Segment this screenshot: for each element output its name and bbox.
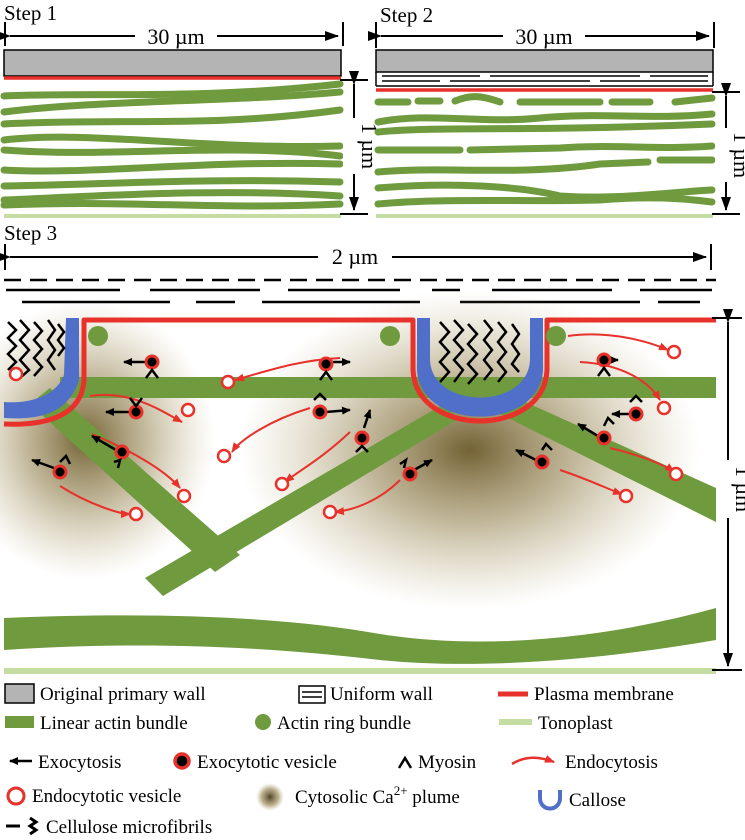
legend-swatch-linear-actin (5, 716, 34, 728)
actin-ring-bundle (380, 326, 400, 346)
endocytotic-vesicle (8, 366, 24, 382)
linear-actin-bundle (4, 608, 716, 664)
original-primary-wall-step2 (375, 49, 714, 73)
endocytotic-vesicle (322, 504, 338, 520)
step3-label: Step 3 (4, 221, 57, 245)
cellulose-microfibrils (6, 319, 521, 385)
step1-label: Step 1 (4, 1, 57, 25)
legend-original-primary-wall: Original primary wall (40, 684, 206, 705)
legend-actin-ring-bundle: Actin ring bundle (277, 713, 411, 734)
endocytotic-vesicle (668, 466, 684, 482)
legend-callose: Callose (569, 790, 626, 811)
uniform-wall-step3 (4, 278, 716, 304)
legend-plasma-membrane: Plasma membrane (534, 684, 674, 705)
width-label-step2: 30 µm (515, 24, 572, 49)
step2-label: Step 2 (380, 3, 433, 27)
linear-actin-bundle (500, 396, 716, 522)
legend-endocytotic-vesicle: Endocytotic vesicle (32, 786, 181, 807)
legend-endocytosis: Endocytosis (565, 752, 658, 773)
legend-swatch-actin-ring (255, 714, 271, 730)
legend-calcium-plume-suffix: plume (408, 787, 460, 808)
actin-ring-bundle (88, 326, 108, 346)
legend-swatch-endocytosis (511, 755, 555, 766)
original-primary-wall (3, 49, 342, 77)
endocytosis-arrows (59, 333, 675, 518)
linear-actin-bundle (145, 405, 460, 596)
callose-deposit (4, 318, 79, 419)
legend-myosin: Myosin (418, 752, 477, 773)
exocytotic-vesicle (31, 453, 72, 480)
exocytotic-vesicle (596, 352, 619, 377)
exocytotic-vesicles (31, 352, 644, 482)
height-label-step3: 1 µm (731, 466, 745, 512)
width-label-step3: 2 µm (332, 244, 378, 269)
endocytotic-vesicle (666, 344, 682, 360)
exocytotic-vesicle (515, 442, 553, 470)
legend-cellulose-microfibrils: Cellulose microfibrils (46, 817, 212, 838)
exocytotic-vesicle (611, 394, 644, 422)
legend: Original primary wall Uniform wall Plasm… (4, 683, 674, 838)
endocytotic-vesicle (176, 488, 192, 504)
uniform-wall-step2 (375, 72, 714, 87)
endocytotic-vesicle (216, 448, 232, 464)
step3-panel: Step 3 2 µm (0, 221, 745, 674)
plasma-membrane-step3 (3, 317, 716, 427)
exocytotic-vesicle (399, 457, 433, 482)
legend-swatch-myosin (397, 755, 413, 769)
step1-panel: Step 1 30 µm 1 µm (0, 1, 382, 218)
calcium-plume (240, 290, 700, 610)
actin-ring-bundle (546, 326, 566, 346)
callose-deposit (417, 318, 543, 417)
legend-swatch-uniform-wall (298, 685, 326, 704)
endocytotic-vesicle (220, 374, 236, 390)
legend-exocytotic-vesicle: Exocytotic vesicle (197, 752, 337, 773)
exocytotic-vesicle (318, 356, 351, 381)
endocytotic-vesicle (618, 488, 634, 504)
exocytotic-vesicle (312, 392, 351, 420)
legend-swatch-endocytotic-vesicle (6, 786, 26, 806)
legend-swatch-original-wall (4, 683, 35, 704)
legend-swatch-calcium-plume (256, 783, 284, 811)
endocytotic-vesicle (274, 476, 290, 492)
linear-actin-bundle (30, 388, 240, 572)
legend-tonoplast: Tonoplast (538, 713, 613, 734)
legend-linear-actin-bundle: Linear actin bundle (40, 713, 188, 734)
linear-actin-bundle (60, 377, 716, 398)
exocytotic-vesicle (91, 434, 130, 469)
actin-filaments-step2 (374, 93, 716, 208)
endocytotic-vesicle (180, 402, 196, 418)
legend-swatch-callose (538, 790, 562, 811)
actin-filaments-step1 (0, 80, 344, 210)
actin-bundles-step3 (4, 377, 716, 664)
legend-swatch-exocytotic-vesicle (173, 752, 191, 770)
exocytotic-vesicle (354, 409, 372, 453)
height-label-step2: 1 µm (729, 132, 745, 178)
legend-calcium-plume-sup: 2+ (394, 783, 408, 798)
legend-calcium-plume: Cytosolic Ca2+ plume (295, 783, 460, 808)
legend-calcium-plume-prefix: Cytosolic Ca (295, 787, 394, 808)
endocytotic-vesicles (8, 344, 684, 522)
legend-exocytosis: Exocytosis (38, 752, 121, 773)
step2-panel: Step 2 30 µm 1 µm (368, 3, 745, 218)
exocytotic-vesicle (577, 415, 615, 446)
width-label-step1: 30 µm (147, 24, 204, 49)
endocytotic-vesicle (128, 506, 144, 522)
legend-uniform-wall: Uniform wall (330, 684, 433, 705)
exocytotic-vesicle (105, 397, 144, 420)
endocytotic-vesicle (656, 400, 672, 416)
legend-swatch-cellulose-microfibrils (6, 816, 39, 836)
exocytotic-vesicle (123, 354, 160, 379)
